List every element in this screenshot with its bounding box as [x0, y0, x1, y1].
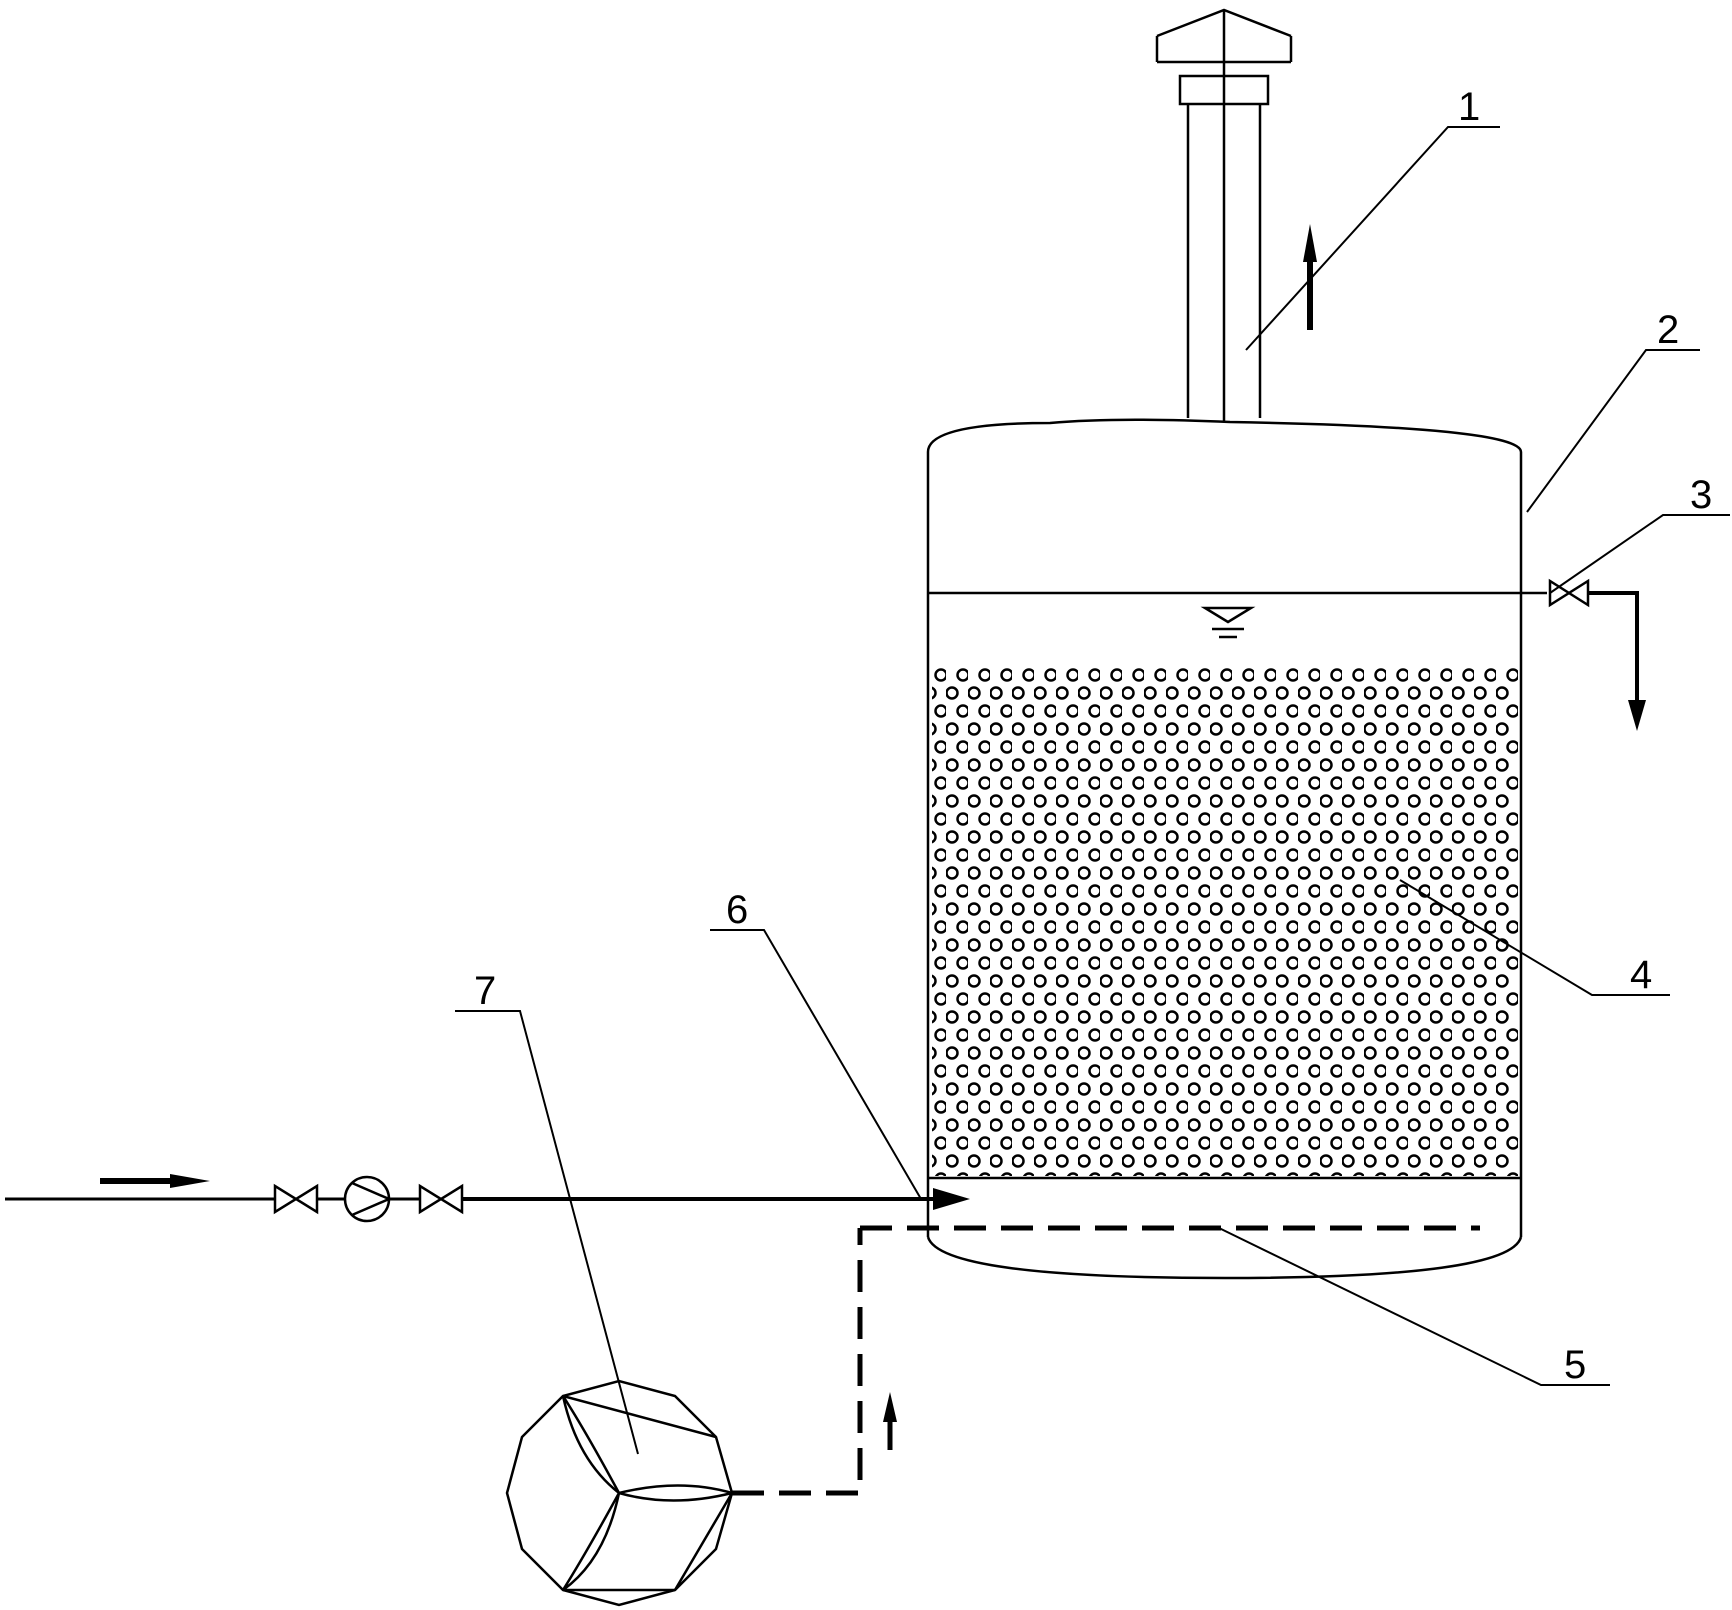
callout-leaders: [455, 126, 1730, 1455]
leader-1: [1245, 126, 1500, 351]
tank-top-head: [926, 418, 1523, 453]
label-exhaust-stack: 1: [1458, 85, 1480, 129]
leader-5: [1218, 1227, 1610, 1386]
leader-2: [1526, 349, 1700, 513]
stack-rain-cap: [1156, 8, 1292, 38]
label-overflow-valve: 3: [1690, 473, 1712, 517]
label-tank-shell: 2: [1657, 308, 1679, 352]
exhaust-flow-arrow-icon: [1303, 224, 1317, 330]
leader-4: [1399, 879, 1670, 996]
water-level-icon: [1200, 606, 1256, 624]
label-packing-media: 4: [1630, 953, 1652, 997]
callout-labels: 1 2 3 4 5 6 7: [474, 85, 1712, 1387]
inlet-valve-2-icon: [418, 1183, 464, 1215]
packing-media: [928, 664, 1521, 1180]
tank-shell: [926, 418, 1523, 1280]
overflow-valve-icon: [1548, 578, 1590, 608]
inlet-valve-1-icon: [273, 1183, 319, 1215]
inlet-pipe: [5, 1174, 970, 1223]
air-distributor: [732, 1225, 1480, 1496]
leader-7: [455, 1010, 639, 1455]
leader-3: [1549, 514, 1730, 594]
tank-bottom-head: [926, 1236, 1523, 1280]
label-inlet-pipe: 6: [726, 888, 748, 932]
leader-6: [710, 929, 922, 1200]
water-level: [928, 591, 1547, 639]
label-blower: 7: [474, 969, 496, 1013]
exhaust-stack: [1155, 8, 1293, 422]
feed-pump-icon: [343, 1175, 393, 1223]
label-air-distributor: 5: [1564, 1343, 1586, 1387]
blower-impeller: [561, 1394, 734, 1592]
air-flow-arrow-icon: [883, 1392, 897, 1450]
blower-icon: [505, 1379, 734, 1607]
stack-cap-collar: [1178, 74, 1270, 106]
overflow-outlet: [1548, 578, 1646, 731]
